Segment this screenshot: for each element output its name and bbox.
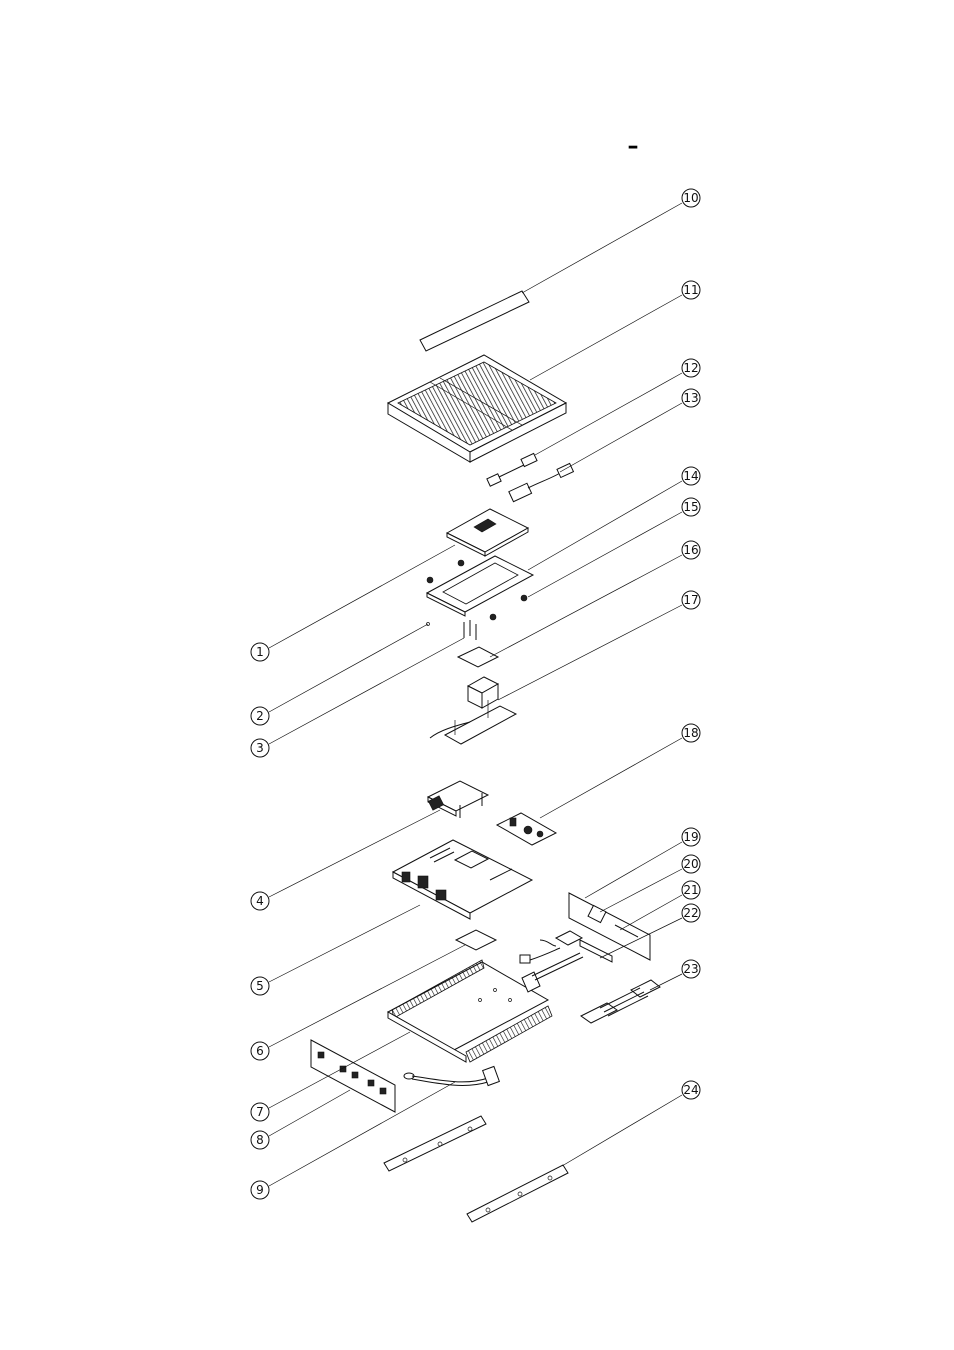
part-7-base-chassis <box>386 959 553 1063</box>
callout-10: 10 <box>681 188 701 208</box>
callouts-right: 10 11 12 13 14 15 16 17 18 19 20 21 22 2… <box>681 188 701 1100</box>
svg-text:7: 7 <box>256 1105 264 1119</box>
part-19-rear-panel <box>568 892 651 961</box>
svg-text:21: 21 <box>683 883 698 897</box>
callout-1: 1 <box>250 642 270 662</box>
part-11-heatsink-cover <box>386 354 568 463</box>
svg-text:11: 11 <box>683 283 698 297</box>
callout-5: 5 <box>250 976 270 996</box>
part-6-backplate <box>454 929 498 951</box>
callouts-left: 1 2 3 4 5 6 7 8 9 <box>250 642 270 1200</box>
part-23-ribbon-connectors <box>580 979 661 1024</box>
svg-text:20: 20 <box>683 857 698 871</box>
part-14-drive-bracket <box>425 555 535 617</box>
callout-21: 21 <box>681 880 701 900</box>
callout-22: 22 <box>681 903 701 923</box>
svg-text:2: 2 <box>256 709 264 723</box>
callout-13: 13 <box>681 388 701 408</box>
svg-text:16: 16 <box>683 543 698 557</box>
svg-text:9: 9 <box>256 1183 264 1197</box>
part-9-cable-harness <box>403 1065 501 1087</box>
part-18-power-board <box>495 812 558 846</box>
screws <box>426 559 528 626</box>
part-12-cable <box>486 452 538 487</box>
mounting-bracket-upper <box>383 1115 487 1172</box>
svg-text:10: 10 <box>683 191 698 205</box>
part-24-mounting-bracket <box>466 1164 569 1223</box>
part-10-thermal-sheet <box>419 290 530 352</box>
callout-8: 8 <box>250 1130 270 1150</box>
callout-14: 14 <box>681 466 701 486</box>
callout-2: 2 <box>250 706 270 726</box>
part-13-cable <box>508 462 575 503</box>
part-4-expansion-card <box>426 780 490 818</box>
svg-text:1: 1 <box>256 645 264 659</box>
callout-16: 16 <box>681 540 701 560</box>
part-1-storage-drive <box>445 508 530 557</box>
callout-18: 18 <box>681 723 701 743</box>
part-17-heatpipe-assembly <box>429 676 518 745</box>
svg-text:4: 4 <box>256 894 264 908</box>
callout-23: 23 <box>681 959 701 979</box>
callout-17: 17 <box>681 590 701 610</box>
callout-15: 15 <box>681 497 701 517</box>
callout-20: 20 <box>681 854 701 874</box>
callout-24: 24 <box>681 1080 701 1100</box>
callout-3: 3 <box>250 738 270 758</box>
part-3-standoffs <box>463 620 477 640</box>
svg-text:13: 13 <box>683 391 698 405</box>
callout-7: 7 <box>250 1102 270 1122</box>
svg-text:15: 15 <box>683 500 698 514</box>
part-5-motherboard <box>391 839 534 920</box>
svg-text:24: 24 <box>683 1083 698 1097</box>
ribbon-cable <box>521 952 584 993</box>
svg-text:14: 14 <box>683 469 698 483</box>
svg-text:19: 19 <box>683 830 698 844</box>
svg-text:23: 23 <box>683 962 698 976</box>
header-mark: – <box>628 134 639 159</box>
svg-text:5: 5 <box>256 979 264 993</box>
callout-9: 9 <box>250 1180 270 1200</box>
callout-11: 11 <box>681 280 701 300</box>
leader-lines <box>268 202 683 1187</box>
svg-text:17: 17 <box>683 593 698 607</box>
svg-text:8: 8 <box>256 1133 264 1147</box>
callout-6: 6 <box>250 1041 270 1061</box>
callout-4: 4 <box>250 891 270 911</box>
callout-12: 12 <box>681 358 701 378</box>
part-8-io-panel <box>310 1039 396 1113</box>
svg-text:22: 22 <box>683 906 698 920</box>
part-20-22-connectors <box>519 930 613 964</box>
svg-text:6: 6 <box>256 1044 264 1058</box>
svg-text:18: 18 <box>683 726 698 740</box>
part-16-thermal-pad <box>456 646 500 668</box>
svg-text:12: 12 <box>683 361 698 375</box>
svg-text:3: 3 <box>256 741 264 755</box>
callout-19: 19 <box>681 827 701 847</box>
